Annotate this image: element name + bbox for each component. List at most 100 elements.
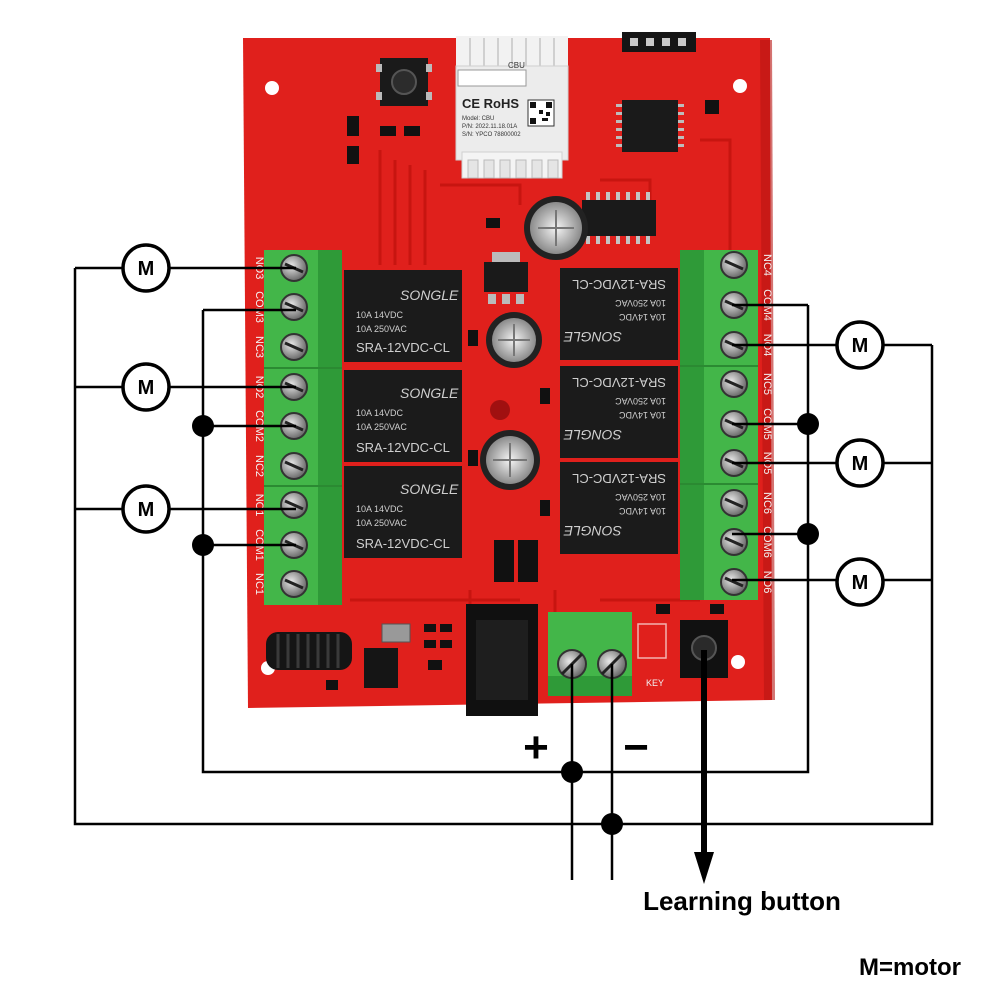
relay-rating: 10A 14VDC — [618, 506, 666, 516]
terminal-screw[interactable] — [720, 489, 748, 517]
motor: M — [835, 557, 885, 607]
wire — [73, 268, 934, 826]
reset-button[interactable] — [376, 58, 432, 106]
capacitor — [480, 430, 540, 490]
relay-model: SRA-12VDC-CL — [572, 277, 666, 292]
motor-letter: M — [852, 572, 869, 594]
ic-chip — [616, 100, 684, 152]
terminal-screw[interactable] — [280, 373, 308, 401]
module-brand: CBU — [508, 61, 525, 70]
terminal-screw[interactable] — [280, 452, 308, 480]
key-label: KEY — [646, 678, 664, 688]
relay-rating: 10A 14VDC — [356, 504, 404, 514]
terminal-screw[interactable] — [280, 570, 308, 598]
motor-letter: M — [138, 377, 155, 399]
terminal-label: NC3 — [253, 336, 265, 358]
relay: SONGLE 10A 14VDC 10A 250VAC SRA-12VDC-CL — [344, 370, 462, 462]
relay: SONGLE 10A 14VDC 10A 250VAC SRA-12VDC-CL — [344, 270, 462, 362]
module-model: Model: CBU — [462, 116, 494, 122]
relay: SONGLE 10A 14VDC 10A 250VAC SRA-12VDC-CL — [560, 462, 678, 554]
motor-letter: M — [852, 335, 869, 357]
terminal-label: NO1 — [253, 494, 265, 517]
antenna-coil — [266, 632, 352, 670]
relay-rating: 10A 250VAC — [356, 324, 407, 334]
relay-rating: 10A 14VDC — [356, 408, 404, 418]
voltage-regulator — [484, 252, 528, 304]
dc-power-jack — [466, 604, 538, 716]
relay-rating: 10A 250VAC — [615, 298, 666, 308]
wifi-module: CBU CE RoHS Model: CBU P/N: 2022.11.18.0… — [455, 36, 569, 179]
driver-chip — [582, 192, 656, 244]
terminal-screw[interactable] — [720, 370, 748, 398]
mounting-hole — [733, 79, 747, 93]
terminal-label: NC1 — [253, 573, 265, 595]
terminal-label: NC4 — [761, 254, 773, 276]
relay-rating: 10A 250VAC — [615, 492, 666, 502]
relay-rating: 10A 250VAC — [356, 518, 407, 528]
relay-brand: SONGLE — [563, 427, 622, 443]
legend-label: M=motor — [859, 954, 961, 981]
motor-letter: M — [852, 453, 869, 475]
module-pn: P/N: 2022.11.18.01A — [462, 124, 517, 130]
minus-label: − — [623, 723, 649, 772]
plus-label: + — [523, 723, 549, 772]
motor: M — [121, 362, 171, 412]
motor: M — [835, 438, 885, 488]
module-cert: CE RoHS — [462, 96, 519, 111]
capacitor — [524, 196, 588, 260]
relay: SONGLE 10A 14VDC 10A 250VAC SRA-12VDC-CL — [560, 268, 678, 360]
junction-dot — [797, 523, 819, 545]
terminal-label: COM3 — [253, 291, 265, 323]
relay-rating: 10A 14VDC — [356, 310, 404, 320]
motor: M — [121, 243, 171, 293]
terminal-label: NO6 — [761, 571, 773, 594]
qr-code — [527, 99, 555, 127]
capacitor — [486, 312, 542, 368]
motor: M — [835, 320, 885, 370]
relay-model: SRA-12VDC-CL — [356, 340, 450, 355]
mounting-hole — [265, 81, 279, 95]
terminal-label: NC5 — [761, 373, 773, 395]
terminal-label: COM6 — [761, 526, 773, 558]
relay-brand: SONGLE — [563, 523, 622, 539]
relay-brand: SONGLE — [400, 481, 459, 497]
power-terminal-block — [548, 612, 632, 696]
module-sn: S/N: YPCO 78800002 — [462, 132, 521, 138]
relay-brand: SONGLE — [400, 287, 459, 303]
motor: M — [121, 484, 171, 534]
terminal-screw[interactable] — [720, 528, 748, 556]
terminal-screw[interactable] — [280, 293, 308, 321]
learning-button-label: Learning button — [643, 886, 841, 916]
relay-model: SRA-12VDC-CL — [356, 536, 450, 551]
junction-dot — [192, 534, 214, 556]
terminal-screw[interactable] — [720, 251, 748, 279]
terminal-label: NC6 — [761, 492, 773, 514]
terminal-screw[interactable] — [280, 491, 308, 519]
relay-brand: SONGLE — [400, 385, 459, 401]
relay-rating: 10A 250VAC — [615, 396, 666, 406]
motor-letter: M — [138, 499, 155, 521]
motor-letter: M — [138, 258, 155, 280]
relay: SONGLE 10A 14VDC 10A 250VAC SRA-12VDC-CL — [344, 466, 462, 558]
junction-dot — [797, 413, 819, 435]
pcb-board: CBU CE RoHS Model: CBU P/N: 2022.11.18.0… — [243, 32, 775, 716]
terminal-block-left — [264, 250, 342, 605]
relay-brand: SONGLE — [563, 329, 622, 345]
terminal-screw[interactable] — [720, 568, 748, 596]
relay-rating: 10A 250VAC — [356, 422, 407, 432]
terminal-screw[interactable] — [280, 333, 308, 361]
mounting-hole — [731, 655, 745, 669]
junction-dot — [561, 761, 583, 783]
relay-model: SRA-12VDC-CL — [356, 440, 450, 455]
junction-dot — [192, 415, 214, 437]
junction-dot — [601, 813, 623, 835]
relay-rating: 10A 14VDC — [618, 312, 666, 322]
relay: SONGLE 10A 14VDC 10A 250VAC SRA-12VDC-CL — [560, 366, 678, 458]
relay-model: SRA-12VDC-CL — [572, 375, 666, 390]
relay-model: SRA-12VDC-CL — [572, 471, 666, 486]
learning-button-arrow — [694, 650, 714, 884]
pin-header — [622, 32, 696, 52]
relay-rating: 10A 14VDC — [618, 410, 666, 420]
terminal-label: NC2 — [253, 455, 265, 477]
